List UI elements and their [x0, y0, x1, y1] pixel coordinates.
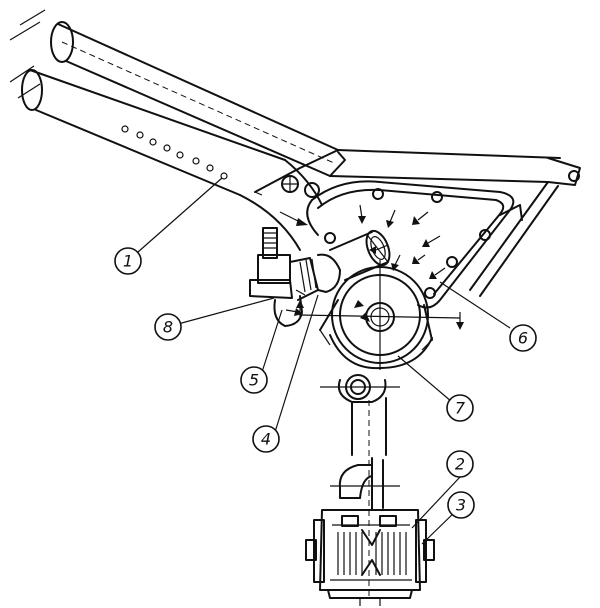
callout-3-label: 3 [456, 496, 466, 515]
callout-2: 2 [446, 450, 474, 478]
callout-5: 5 [240, 366, 268, 394]
callout-7: 7 [446, 394, 474, 422]
callout-8-label: 8 [163, 318, 173, 337]
callout-7-label: 7 [455, 399, 466, 418]
carburettor [249, 227, 341, 327]
leader-lines [137, 177, 511, 545]
callout-1: 1 [114, 247, 142, 275]
upper-frame-tube [50, 21, 581, 186]
engine-cover [296, 260, 464, 370]
callout-4: 4 [252, 425, 280, 453]
callout-6-label: 6 [518, 329, 528, 348]
callout-2-label: 2 [455, 455, 465, 474]
callout-3: 3 [447, 491, 475, 519]
callout-4-label: 4 [261, 430, 271, 449]
down-tube [21, 69, 323, 251]
callout-6: 6 [509, 324, 537, 352]
tube-holes [121, 125, 228, 180]
break-marks [9, 9, 46, 99]
callout-8: 8 [154, 313, 182, 341]
callout-1-label: 1 [123, 252, 133, 271]
vertical-tube [351, 397, 387, 600]
callout-5-label: 5 [249, 371, 259, 390]
air-filter-canister [305, 509, 435, 606]
lower-mount [320, 374, 400, 403]
gusset-plate [254, 149, 339, 198]
airflow-arrows [358, 204, 446, 279]
air-box-housing [306, 180, 559, 309]
elbow-pipe [330, 457, 400, 511]
